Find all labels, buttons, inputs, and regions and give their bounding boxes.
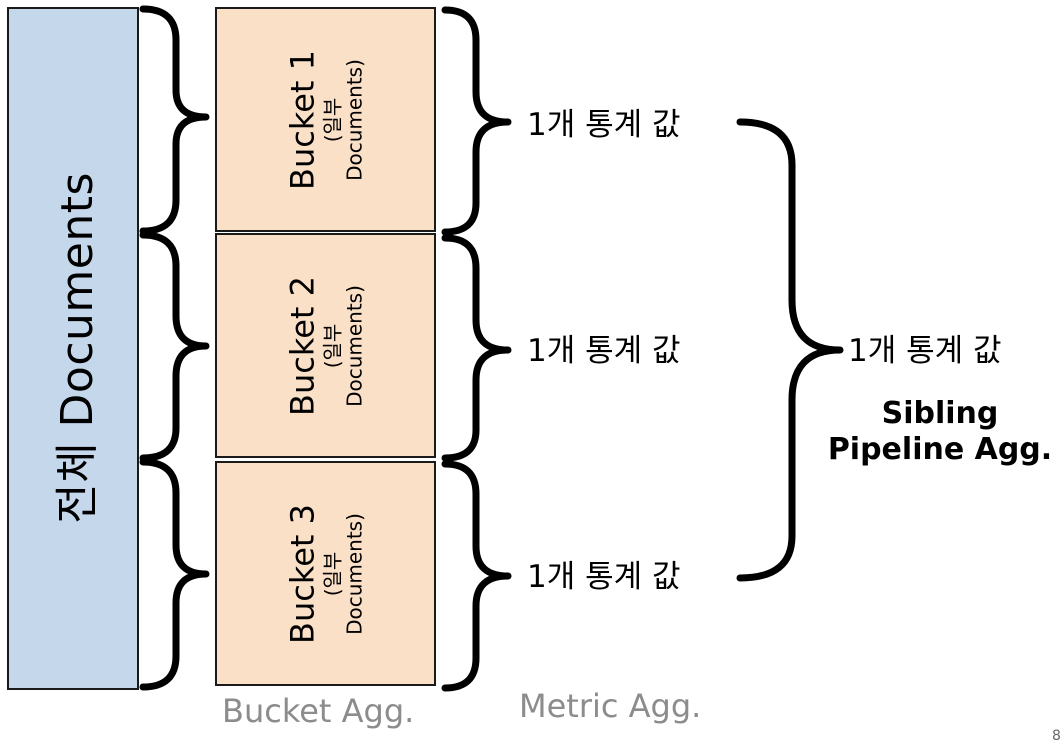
bucket-box-1 (215, 7, 436, 232)
bucket-agg-caption: Bucket Agg. (222, 692, 415, 730)
bucket-box-2 (215, 233, 436, 458)
metric-result-2: 1개 통계 값 (527, 333, 681, 369)
bucket-subtitle-2b: Documents) (342, 285, 367, 407)
bucket-title-2: Bucket 2 (283, 276, 322, 416)
sibling-label-line2: Pipeline Agg. (827, 432, 1053, 467)
all-documents-box (7, 7, 139, 690)
brace-bucket-1 (139, 5, 210, 235)
metric-agg-caption: Metric Agg. (519, 687, 702, 725)
sibling-pipeline-label: Sibling Pipeline Agg. (820, 396, 1060, 468)
brace-metric-2 (441, 234, 512, 462)
metric-result-1: 1개 통계 값 (527, 107, 681, 143)
brace-sibling (736, 118, 844, 582)
bucket-label-2: Bucket 2 (일부 Documents) (283, 276, 367, 416)
bucket-title-3: Bucket 3 (283, 504, 322, 644)
bucket-label-3: Bucket 3 (일부 Documents) (283, 504, 367, 644)
bucket-subtitle-1a: (일부 (320, 97, 345, 143)
sibling-label-line1: Sibling (881, 396, 999, 431)
page-number: 8 (1052, 728, 1061, 744)
brace-metric-3 (441, 460, 512, 692)
all-documents-label: 전체 Documents (52, 172, 103, 524)
metric-result-3: 1개 통계 값 (527, 559, 681, 595)
sibling-result: 1개 통계 값 (848, 333, 1002, 369)
bucket-title-1: Bucket 1 (283, 50, 322, 190)
bucket-label-1: Bucket 1 (일부 Documents) (283, 50, 367, 190)
bucket-box-3 (215, 461, 436, 686)
brace-metric-1 (441, 6, 512, 236)
bucket-subtitle-1b: Documents) (342, 59, 367, 181)
bucket-subtitle-3b: Documents) (342, 513, 367, 635)
bucket-subtitle-3a: (일부 (320, 551, 345, 597)
brace-bucket-3 (139, 458, 210, 691)
brace-bucket-2 (139, 231, 210, 462)
bucket-subtitle-2a: (일부 (320, 323, 345, 369)
